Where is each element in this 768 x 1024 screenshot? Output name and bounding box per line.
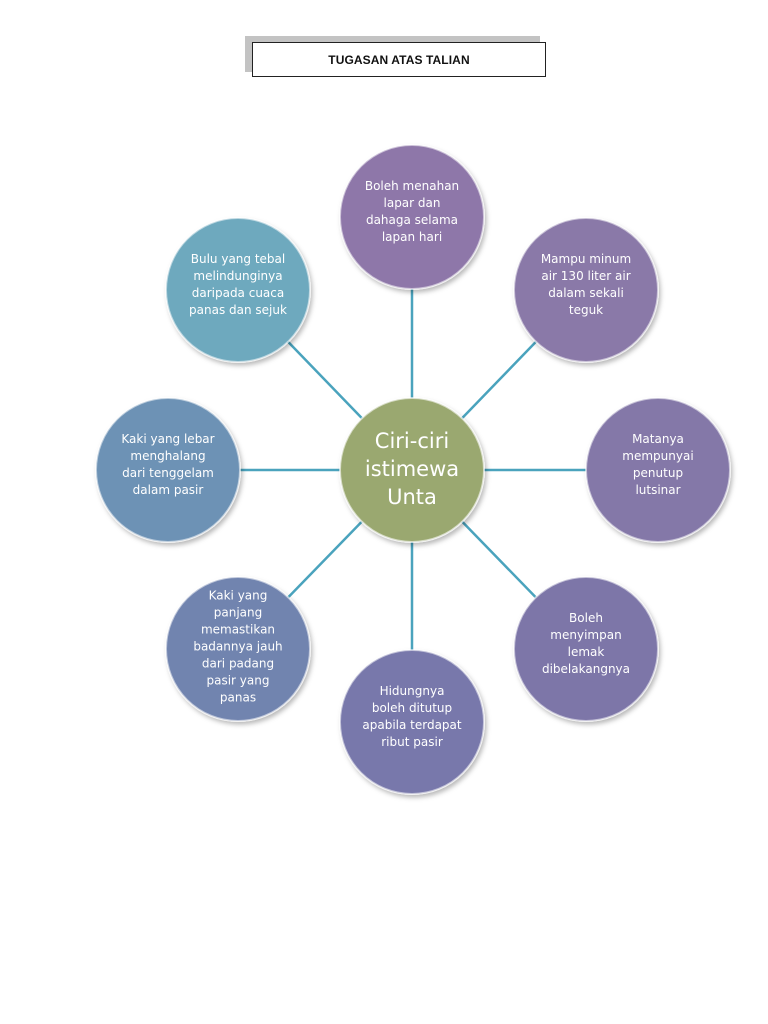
node-bottom: Hidungnya boleh ditutup apabila terdapat ri… <box>339 649 485 795</box>
node-label-left-line: dari tenggelam <box>122 466 214 480</box>
node-label-bottom-left-line: pasir yang <box>207 673 270 687</box>
node-label-bottom-left: Kaki yang panjang memastikan badannya jauh d… <box>193 588 282 704</box>
page-title: TUGASAN ATAS TALIAN <box>328 52 470 67</box>
connector-bottom-left <box>287 520 363 599</box>
node-top: Boleh menahan lapar dan dahaga selama lapan… <box>339 144 485 290</box>
node-label-bottom-right-line: lemak <box>568 645 605 659</box>
node-label-bottom-left-line: Kaki yang <box>209 588 268 602</box>
node-right: Matanya mempunyai penutup lutsinar <box>585 397 731 543</box>
node-label-right-line: lutsinar <box>635 483 680 497</box>
node-label-bottom-line: apabila terdapat <box>362 718 462 732</box>
nodes: Boleh menahan lapar dan dahaga selama lapan… <box>95 144 731 795</box>
node-circle-bottom-left <box>165 576 311 722</box>
node-label-top-line: lapan hari <box>382 230 442 244</box>
node-label-top-line: dahaga selama <box>366 213 458 227</box>
node-label-bottom-left-line: memastikan <box>201 622 275 636</box>
node-circle-bottom <box>339 649 485 795</box>
node-label-top-right-line: air 130 liter air <box>541 269 630 283</box>
node-bottom-right: Boleh menyimpan lemak dibelakangnya <box>513 576 659 722</box>
node-label-top-right-line: Mampu minum <box>541 252 631 266</box>
node-label-top-line: lapar dan <box>384 196 441 210</box>
node-label-top-left: Bulu yang tebal melindunginya daripada cua… <box>189 252 287 317</box>
node-circle-left <box>95 397 241 543</box>
center-label-line: Ciri-ciri <box>375 429 449 453</box>
node-label-top-left-line: panas dan sejuk <box>189 303 287 317</box>
node-label-top-line: Boleh menahan <box>365 179 459 193</box>
node-label-bottom-line: ribut pasir <box>381 735 443 749</box>
title-box: TUGASAN ATAS TALIAN <box>252 42 546 77</box>
node-circle-bottom-right <box>513 576 659 722</box>
node-label-left-line: menghalang <box>130 449 205 463</box>
node-label-bottom-right-line: dibelakangnya <box>542 662 630 676</box>
node-circle-top-left <box>165 217 311 363</box>
node-bottom-left: Kaki yang panjang memastikan badannya jauh d… <box>165 576 311 722</box>
node-label-bottom-left-line: badannya jauh <box>193 639 282 653</box>
node-label-bottom-right-line: Boleh <box>569 611 603 625</box>
node-label-bottom-line: boleh ditutup <box>372 701 452 715</box>
node-label-bottom-right-line: menyimpan <box>550 628 621 642</box>
node-label-right-line: Matanya <box>632 432 684 446</box>
node-label-top-left-line: daripada cuaca <box>192 286 285 300</box>
node-top-left: Bulu yang tebal melindunginya daripada cua… <box>165 217 311 363</box>
connectors <box>240 289 586 650</box>
node-left: Kaki yang lebar menghalang dari tenggelam d… <box>95 397 241 543</box>
node-label-top-left-line: melindunginya <box>193 269 282 283</box>
node-label-bottom-left-line: panas <box>220 690 256 704</box>
node-circle-top <box>339 144 485 290</box>
center-label-line: istimewa <box>365 457 459 481</box>
node-label-top-right-line: teguk <box>569 303 603 317</box>
connector-bottom-right <box>461 520 537 599</box>
connector-top-left <box>287 340 363 420</box>
node-label-left: Kaki yang lebar menghalang dari tenggelam d… <box>121 432 214 497</box>
node-label-top: Boleh menahan lapar dan dahaga selama lapan… <box>365 179 459 244</box>
node-label-right-line: mempunyai <box>622 449 693 463</box>
node-label-left-line: Kaki yang lebar <box>121 432 214 446</box>
node-label-top-right-line: dalam sekali <box>548 286 624 300</box>
node-circle-right <box>585 397 731 543</box>
node-label-right: Matanya mempunyai penutup lutsinar <box>622 432 693 497</box>
node-label-bottom: Hidungnya boleh ditutup apabila terdapat ri… <box>362 684 462 749</box>
center-circle <box>339 397 485 543</box>
center-label-line: Unta <box>387 485 437 509</box>
node-label-bottom-line: Hidungnya <box>380 684 445 698</box>
node-label-top-left-line: Bulu yang tebal <box>191 252 285 266</box>
node-circle-top-right <box>513 217 659 363</box>
node-label-bottom-right: Boleh menyimpan lemak dibelakangnya <box>542 611 630 676</box>
node-label-bottom-left-line: panjang <box>214 605 263 619</box>
node-label-left-line: dalam pasir <box>133 483 204 497</box>
connector-top-right <box>461 340 537 420</box>
node-label-bottom-left-line: dari padang <box>202 656 274 670</box>
node-label-right-line: penutup <box>633 466 683 480</box>
node-top-right: Mampu minum air 130 liter air dalam sekali… <box>513 217 659 363</box>
node-label-top-right: Mampu minum air 130 liter air dalam sekali… <box>541 252 631 317</box>
